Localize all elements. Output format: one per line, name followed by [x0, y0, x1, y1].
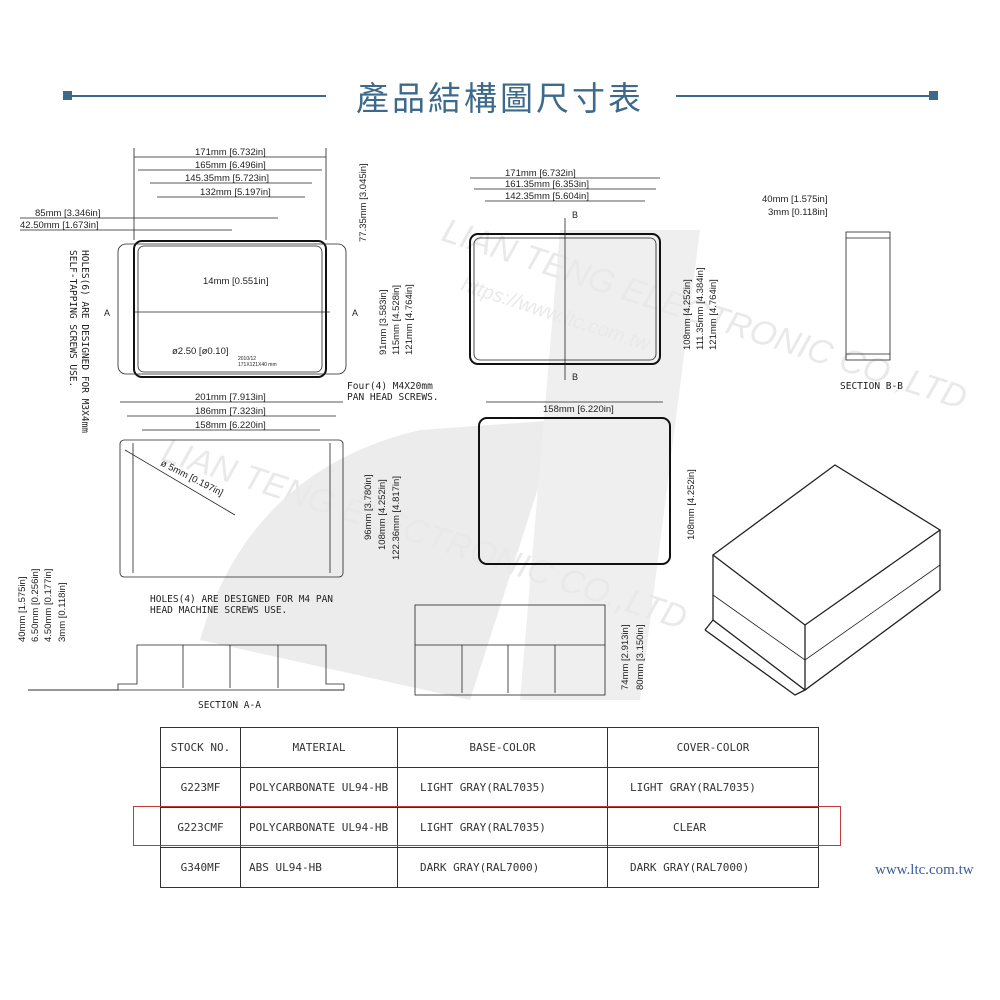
cell-stock-no: G223CMF	[160, 807, 241, 848]
section-mark: A	[352, 308, 358, 318]
holes-note: SELF-TAPPING SCREWS USE.	[67, 250, 78, 387]
dimension-label: 3mm [0.118in]	[57, 583, 68, 643]
dimension-label: 165mm [6.496in]	[195, 160, 266, 171]
dimension-label: 161.35mm [6.353in]	[505, 179, 589, 190]
dimension-label: 42.50mm [1.673in]	[20, 220, 99, 231]
dimension-label: 115mm [4.528in]	[391, 285, 402, 355]
holes-note: HOLES(4) ARE DESIGNED FOR M4 PAN	[150, 594, 333, 605]
label-date: 2010/12	[238, 356, 256, 362]
dimension-label: 4.50mm [0.177in]	[43, 569, 54, 642]
dimension-label: 186mm [7.323in]	[195, 406, 266, 417]
holes-note: HOLES(6) ARE DESIGNED FOR M3X4mm	[79, 250, 90, 433]
title-decor-square	[63, 91, 72, 100]
holes-note: HEAD MACHINE SCREWS USE.	[150, 605, 287, 616]
cell-base-color: LIGHT GRAY(RAL7035)	[397, 767, 608, 808]
cover-view: 171mm [6.732in] 161.35mm [6.353in] 142.3…	[469, 168, 719, 382]
table-row: G340MF ABS UL94-HB DARK GRAY(RAL7000) DA…	[160, 847, 819, 888]
dimension-label: 201mm [7.913in]	[195, 392, 266, 403]
cell-material: ABS UL94-HB	[240, 847, 398, 888]
section-mark: B	[572, 372, 578, 382]
dimension-label: 121mm [4.764in]	[404, 284, 415, 355]
cell-material: POLYCARBONATE UL94-HB	[240, 807, 398, 848]
dimension-label: 121mm [4.764in]	[708, 279, 719, 350]
dimension-label: 77.35mm [3.045in]	[358, 163, 369, 242]
cell-material: POLYCARBONATE UL94-HB	[240, 767, 398, 808]
dimension-label: 108mm [4.252in]	[686, 469, 697, 540]
header-cover-color: COVER-COLOR	[607, 727, 819, 768]
header-base-color: BASE-COLOR	[397, 727, 608, 768]
dimension-label: 158mm [6.220in]	[543, 404, 614, 415]
cell-cover-color: DARK GRAY(RAL7000)	[607, 847, 819, 888]
section-mark: A	[104, 308, 110, 318]
page-title: 產品結構圖尺寸表	[356, 79, 644, 118]
dimension-label: ø2.50 [ø0.10]	[172, 346, 229, 357]
dimension-label: 91mm [3.583in]	[378, 290, 389, 355]
title-decor-square	[929, 91, 938, 100]
title-bar: 產品結構圖尺寸表	[0, 72, 1000, 118]
cell-stock-no: G340MF	[160, 847, 241, 888]
dimension-label: 132mm [5.197in]	[200, 187, 271, 198]
dimension-label: 6.50mm [0.256in]	[30, 569, 41, 642]
dimension-label: 171mm [6.732in]	[195, 147, 266, 158]
dimension-label: 40mm [1.575in]	[762, 194, 827, 205]
title-decor-line	[676, 95, 934, 97]
section-label: SECTION B-B	[840, 381, 903, 392]
dimension-label: 74mm [2.913in]	[620, 625, 631, 690]
top-view: 171mm [6.732in] 165mm [6.496in] 145.35mm…	[20, 147, 439, 433]
dimension-label: 142.35mm [5.604in]	[505, 191, 589, 202]
dimension-label: 111.35mm [4.384in]	[695, 267, 706, 350]
side-section: 74mm [2.913in] 80mm [3.150in]	[414, 604, 646, 696]
screws-note: PAN HEAD SCREWS.	[347, 392, 439, 403]
label-size: 171X121X40 mm	[238, 362, 277, 368]
dimension-label: 85mm [3.346in]	[35, 208, 100, 219]
table-header-row: STOCK NO. MATERIAL BASE-COLOR COVER-COLO…	[160, 727, 819, 768]
section-label: SECTION A-A	[198, 700, 261, 711]
section-b-b: 40mm [1.575in] 3mm [0.118in] SECTION B-B	[762, 194, 903, 392]
cell-stock-no: G223MF	[160, 767, 241, 808]
cell-base-color: LIGHT GRAY(RAL7035)	[397, 807, 608, 848]
section-a-a: 40mm [1.575in] 6.50mm [0.256in] 4.50mm […	[17, 569, 345, 711]
dimension-label: 14mm [0.551in]	[203, 276, 268, 287]
dimension-label: 171mm [6.732in]	[505, 168, 576, 179]
website-link[interactable]: www.ltc.com.tw	[875, 862, 974, 878]
table-row: G223CMF POLYCARBONATE UL94-HB LIGHT GRAY…	[160, 807, 819, 848]
dimension-label: 122.36mm [4.817in]	[391, 476, 402, 560]
title-decor-line	[68, 95, 326, 97]
dimension-label: 3mm [0.118in]	[768, 207, 828, 218]
cell-cover-color: LIGHT GRAY(RAL7035)	[607, 767, 819, 808]
dimension-label: 108mm [4.252in]	[682, 279, 693, 350]
cell-cover-color: CLEAR	[607, 807, 819, 848]
header-material: MATERIAL	[240, 727, 398, 768]
dimension-label: 108mm [4.252in]	[377, 479, 388, 550]
dimension-label: 40mm [1.575in]	[17, 577, 28, 642]
isometric-view	[704, 464, 942, 696]
table-row: G223MF POLYCARBONATE UL94-HB LIGHT GRAY(…	[160, 767, 819, 808]
dimension-label: 80mm [3.150in]	[635, 625, 646, 690]
section-mark: B	[572, 210, 578, 220]
dimension-label: 145.35mm [5.723in]	[185, 173, 269, 184]
screws-note: Four(4) M4X20mm	[347, 381, 433, 392]
header-stock-no: STOCK NO.	[160, 727, 241, 768]
product-table: STOCK NO. MATERIAL BASE-COLOR COVER-COLO…	[160, 727, 819, 888]
dimension-label: 96mm [3.780in]	[363, 475, 374, 540]
lid-view: 158mm [6.220in] 108mm [4.252in]	[478, 401, 697, 565]
watermark: LIAN TENG ELECTRONIC CO.,LTD LIAN TENG E…	[158, 211, 972, 700]
cell-base-color: DARK GRAY(RAL7000)	[397, 847, 608, 888]
dimension-label: 158mm [6.220in]	[195, 420, 266, 431]
